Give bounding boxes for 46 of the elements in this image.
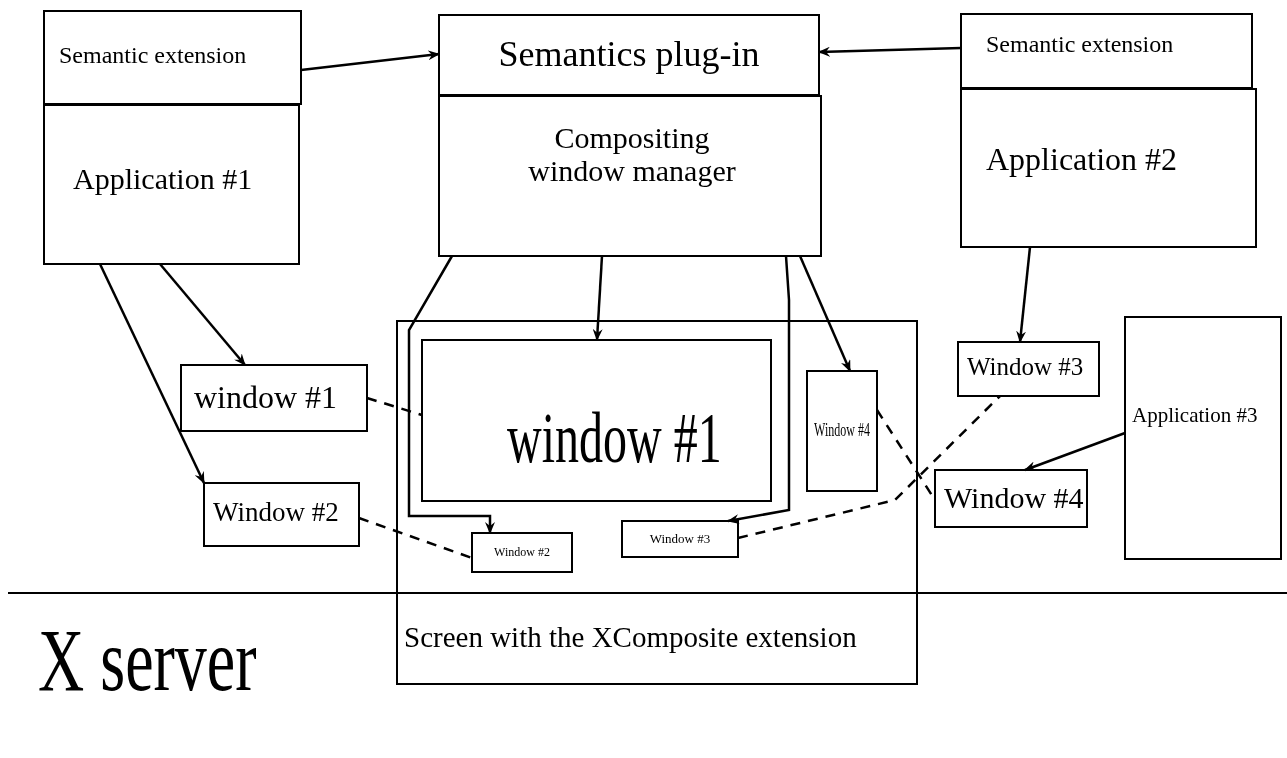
- box-label: window #1: [194, 380, 338, 416]
- window-box: [203, 482, 360, 547]
- screen-box: [396, 320, 918, 685]
- application-box: [960, 88, 1257, 248]
- dashed-connector: [737, 395, 1001, 540]
- window-box: [421, 339, 772, 502]
- arrow: [98, 263, 206, 484]
- application-box: [1124, 316, 1282, 560]
- extension-box: [960, 13, 1253, 89]
- box-label: Application #2: [986, 142, 1178, 178]
- arrow: [300, 50, 440, 72]
- box-label: window #1: [507, 399, 722, 479]
- box-label: Window #2: [213, 498, 339, 528]
- application-box: [43, 104, 300, 265]
- window-box: [471, 532, 573, 573]
- box-label: Application #1: [73, 162, 253, 195]
- box-label: Semantic extension: [59, 42, 247, 69]
- box-label: Semantics plug-in: [497, 35, 761, 75]
- dashed-connector: [358, 516, 473, 560]
- arrow: [1016, 246, 1032, 343]
- window-box: [934, 469, 1088, 528]
- box-label: Window #4: [944, 481, 1084, 514]
- box-label: Window #3: [967, 353, 1084, 381]
- arrow: [407, 255, 495, 534]
- arrow: [727, 255, 791, 524]
- arrow: [1024, 431, 1126, 472]
- server-label: X server: [38, 612, 257, 711]
- box-label: Window #2: [493, 545, 551, 560]
- box-label: Window #4: [813, 420, 871, 442]
- box-label: Screen with the XComposite extension: [404, 622, 857, 654]
- box-label: Semantic extension: [986, 31, 1174, 58]
- plugin-box: [438, 14, 820, 96]
- window-box: [806, 370, 878, 492]
- extension-box: [43, 10, 302, 105]
- arrow: [798, 255, 852, 372]
- dashed-connector: [366, 396, 423, 417]
- arrow: [818, 46, 962, 57]
- box-label: Window #3: [648, 531, 712, 547]
- window-box: [621, 520, 739, 558]
- window-box: [180, 364, 368, 432]
- window-manager-box: [438, 95, 822, 257]
- box-label: Compositing window manager: [527, 121, 737, 187]
- arrow: [159, 263, 246, 366]
- box-label: Application #3: [1132, 404, 1258, 428]
- window-box: [957, 341, 1100, 397]
- arrow: [592, 255, 604, 341]
